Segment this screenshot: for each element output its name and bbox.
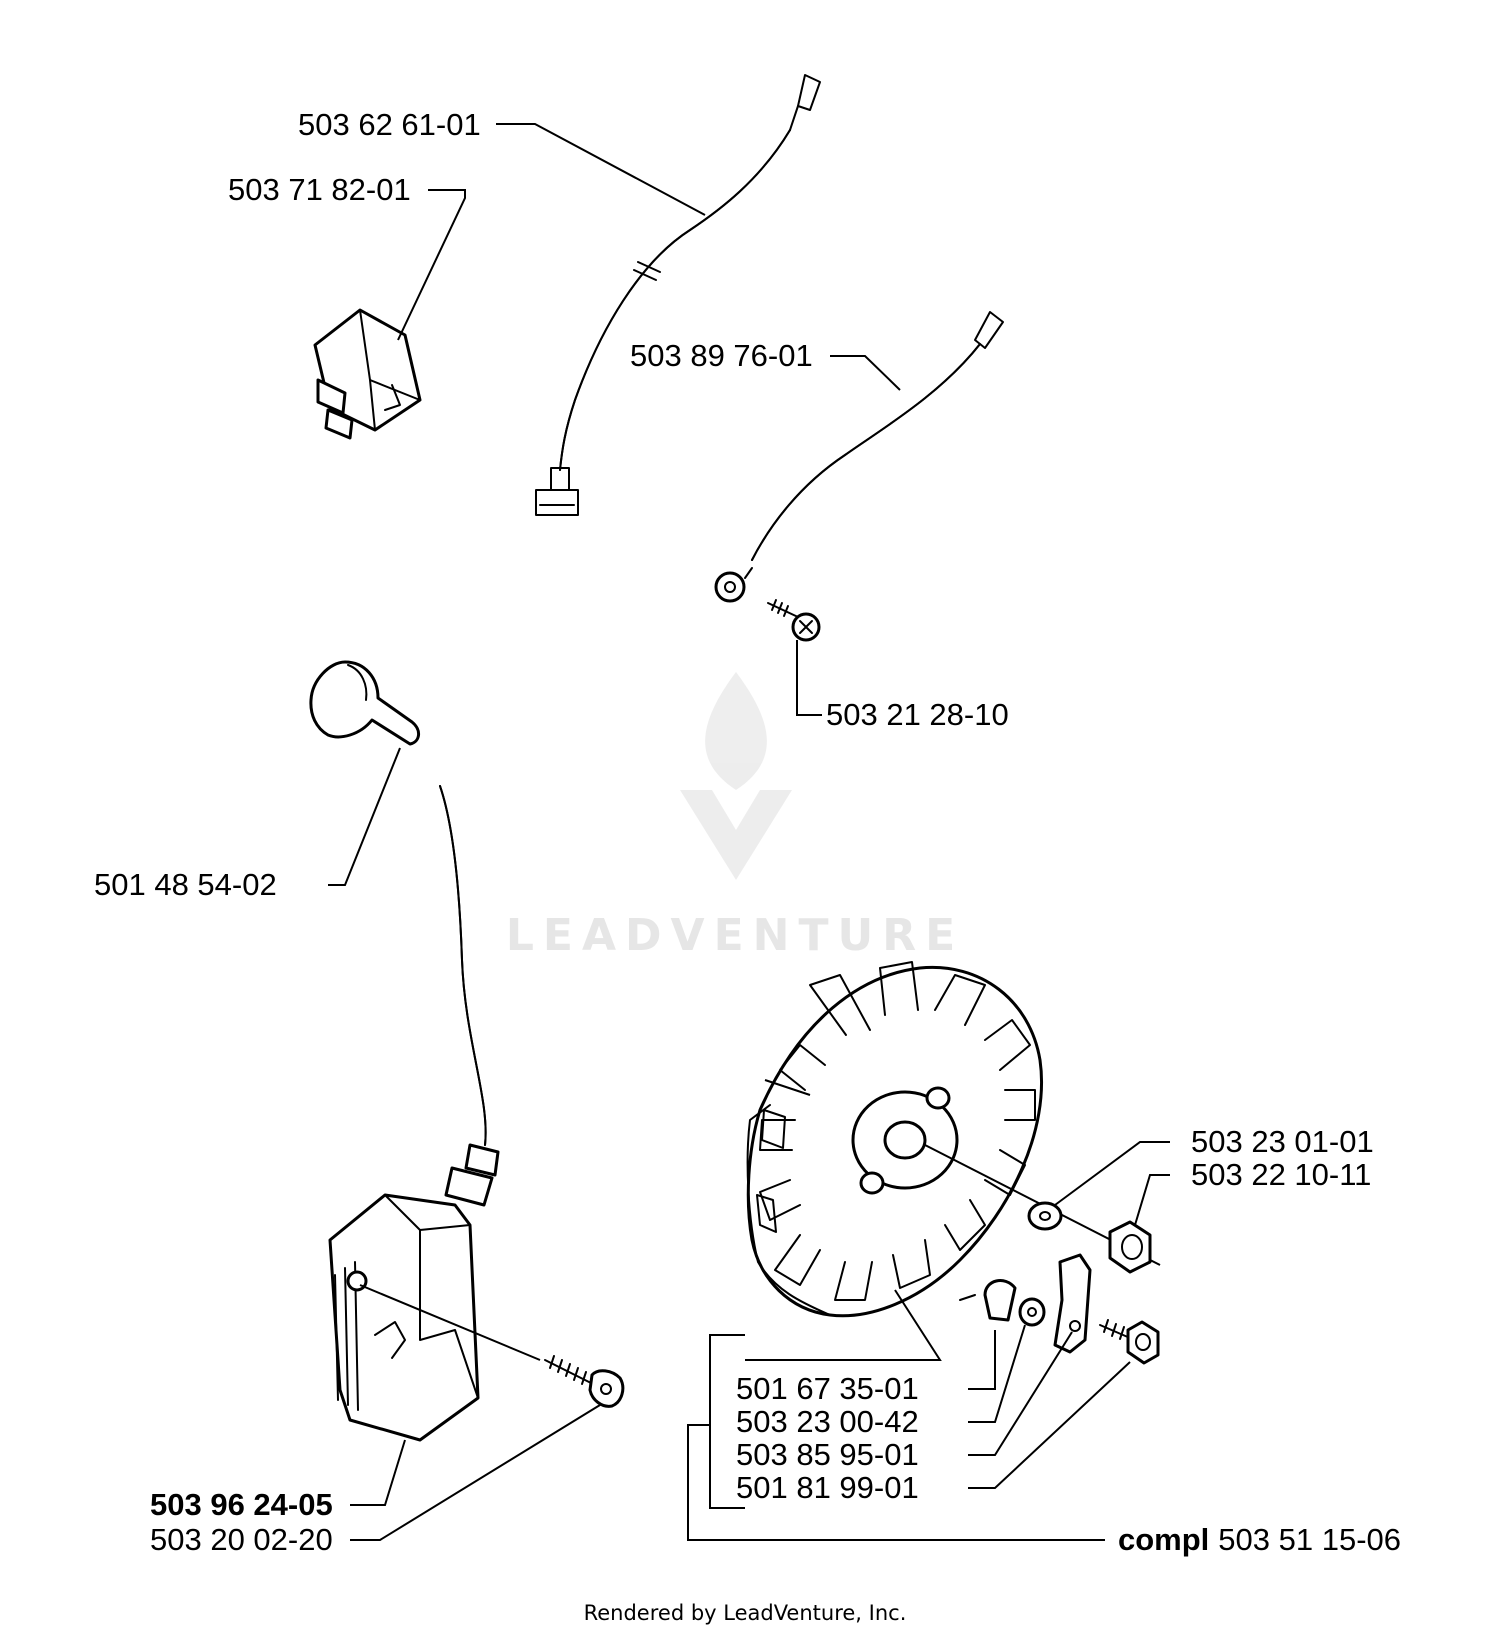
watermark-logo (680, 672, 792, 880)
footer-credit: Rendered by LeadVenture, Inc. (584, 1601, 907, 1625)
module-screw-illustration (359, 1284, 625, 1408)
washer-illustration (1027, 1201, 1063, 1231)
leader-spark-cap (328, 747, 401, 886)
label-complete-assembly: compl 503 51 15-06 (1118, 1522, 1401, 1557)
pawl-illustration (1053, 1253, 1092, 1354)
leader-pawl (968, 1331, 1073, 1456)
label-wire-long: 503 62 61-01 (298, 107, 481, 142)
label-spark-cap: 501 48 54-02 (94, 867, 277, 902)
leader-wire-long (496, 123, 706, 216)
leader-switch (397, 189, 466, 341)
washer-small-illustration (1018, 1297, 1046, 1327)
label-module-screw: 503 20 02-20 (150, 1522, 333, 1557)
bracket-inner (709, 1334, 745, 1509)
label-washer: 503 23 01-01 (1191, 1124, 1374, 1159)
watermark-text: LEADVENTURE (506, 910, 964, 961)
label-nut: 503 22 10-11 (1191, 1157, 1371, 1192)
label-washer-small: 503 23 00-42 (736, 1404, 919, 1439)
key-illustration (959, 1279, 1017, 1322)
ignition-module-illustration (328, 785, 500, 1442)
leader-washer-small (968, 1324, 1026, 1423)
leader-pawl-screw (968, 1361, 1131, 1489)
leader-nut (1134, 1174, 1170, 1226)
leader-module-screw (350, 1404, 601, 1541)
label-compl-number: 503 51 15-06 (1218, 1522, 1401, 1557)
label-key: 501 67 35-01 (736, 1371, 919, 1406)
label-pawl: 503 85 95-01 (736, 1437, 919, 1472)
leader-key (968, 1330, 996, 1390)
leader-wire-short (830, 355, 901, 391)
screw-small-illustration (767, 599, 821, 642)
label-switch: 503 71 82-01 (228, 172, 411, 207)
label-pawl-screw: 501 81 99-01 (736, 1470, 919, 1505)
wire-long-illustration (535, 74, 821, 516)
bracket-outer (687, 1424, 1105, 1541)
label-screw-small: 503 21 28-10 (826, 697, 1009, 732)
leader-washer (1054, 1141, 1170, 1206)
pawl-screw-illustration (1099, 1319, 1160, 1365)
spark-cap-illustration (309, 660, 420, 746)
leader-flywheel (745, 1289, 942, 1361)
wire-short-illustration (714, 311, 1004, 603)
label-compl-prefix: compl (1118, 1522, 1209, 1557)
label-ignition-module: 503 96 24-05 (150, 1487, 333, 1522)
leader-screw-small (796, 640, 822, 716)
flywheel-illustration (746, 961, 1161, 1318)
nut-illustration (1108, 1220, 1152, 1274)
label-wire-short: 503 89 76-01 (630, 338, 813, 373)
leader-ignition-module (350, 1439, 406, 1506)
switch-illustration (313, 308, 422, 440)
